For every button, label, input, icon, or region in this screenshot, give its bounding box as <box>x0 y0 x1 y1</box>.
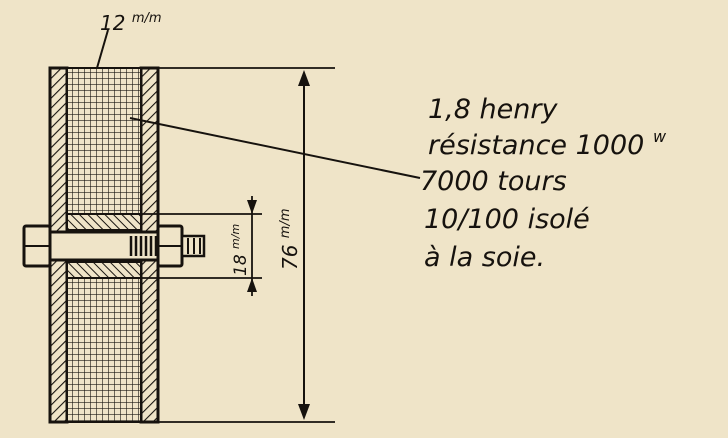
coil-winding-bottom <box>66 277 142 423</box>
bolt-tip-thread <box>187 238 201 254</box>
note-leader <box>129 117 421 179</box>
core-label: 18 m/m <box>229 224 251 276</box>
width-leader <box>96 29 109 69</box>
coil-winding-top <box>66 67 142 215</box>
height-arrow-top <box>298 70 310 86</box>
core-arrow-top <box>247 200 257 214</box>
bolt-thread <box>129 236 158 256</box>
note-insulation: à la soie. <box>424 242 545 273</box>
note-resistance: résistance 1000 w <box>428 127 667 161</box>
width-label: 12 m/m <box>100 11 162 35</box>
note-turns: 7000 tours <box>420 166 567 197</box>
note-wire: 10/100 isolé <box>424 204 590 235</box>
core-arrow-bottom <box>247 278 257 292</box>
height-arrow-bottom <box>298 404 310 420</box>
coil-core-upper <box>66 213 142 231</box>
note-inductance: 1,8 henry <box>428 94 558 125</box>
height-label: 76 m/m <box>278 208 302 270</box>
coil-core-lower <box>66 261 142 279</box>
